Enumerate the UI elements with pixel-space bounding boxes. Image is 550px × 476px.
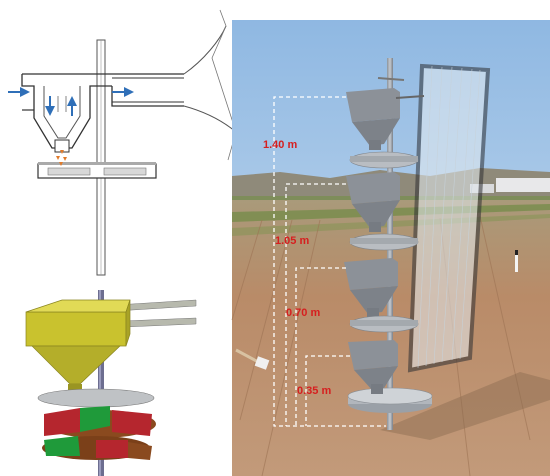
height-label-1-05: 1.05 m — [275, 235, 309, 247]
falling-particles — [56, 150, 67, 166]
field-photo: 1.40 m 1.05 m 0.70 m 0.35 m — [231, 20, 550, 476]
sampler-unit — [348, 340, 398, 394]
sampler-unit — [346, 77, 425, 169]
render-3d-model — [25, 290, 197, 476]
sampler-unit — [344, 258, 419, 333]
cross-section-schematic — [8, 9, 237, 276]
sampler-unit — [346, 172, 419, 251]
flow-arrows — [8, 87, 134, 116]
height-guides — [273, 96, 386, 427]
height-label-0-70: 0.70 m — [286, 307, 320, 319]
height-label-1-40: 1.40 m — [263, 139, 297, 151]
height-label-0-35: 0.35 m — [297, 385, 331, 397]
